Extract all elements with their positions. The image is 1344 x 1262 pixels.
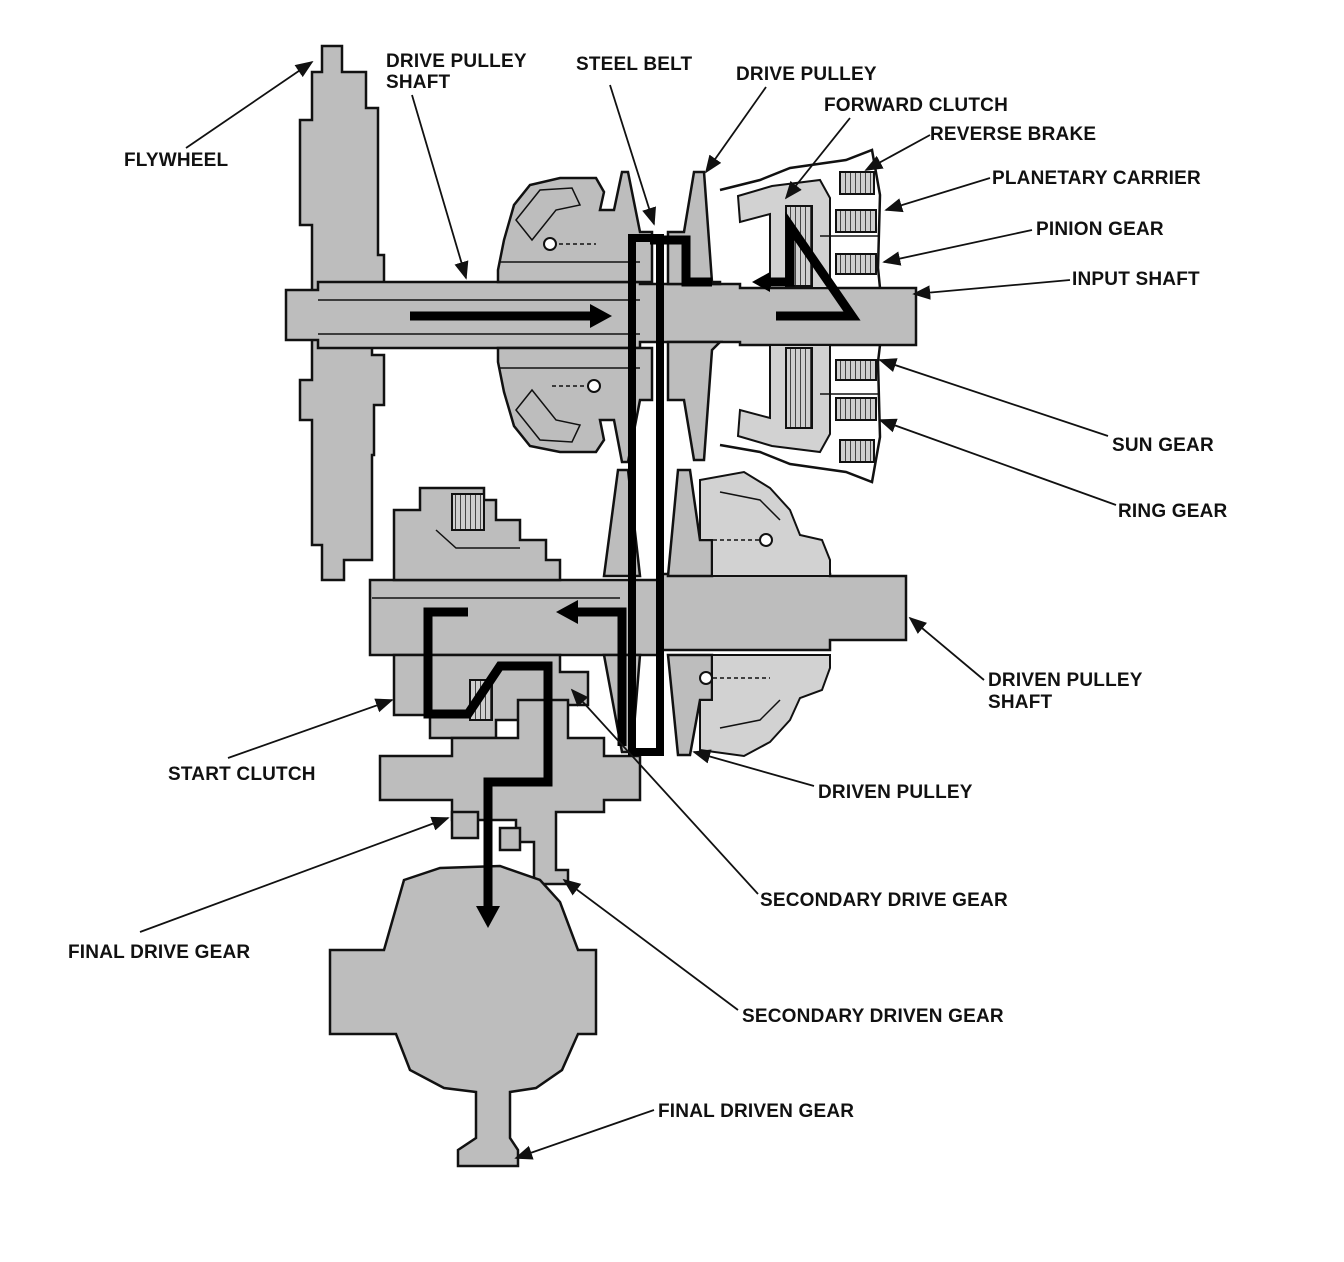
label-secondary-driven-gear: SECONDARY DRIVEN GEAR — [742, 1006, 1004, 1027]
label-driven-pulley-shaft-line1: DRIVEN PULLEY — [988, 670, 1143, 691]
label-steel-belt: STEEL BELT — [576, 54, 693, 75]
label-forward-clutch: FORWARD CLUTCH — [824, 95, 1008, 116]
label-flywheel: FLYWHEEL — [124, 150, 229, 171]
secondary-gears-part — [378, 698, 642, 886]
label-pinion-gear: PINION GEAR — [1036, 219, 1164, 240]
label-sun-gear: SUN GEAR — [1112, 435, 1214, 456]
label-driven-pulley-shaft-line2: SHAFT — [988, 692, 1053, 713]
label-input-shaft: INPUT SHAFT — [1072, 269, 1200, 290]
label-planetary-carrier: PLANETARY CARRIER — [992, 168, 1201, 189]
leader-lines — [139, 60, 1117, 1160]
planetary-assembly-part — [719, 148, 882, 484]
label-final-driven-gear: FINAL DRIVEN GEAR — [658, 1101, 854, 1122]
label-start-clutch: START CLUTCH — [168, 764, 316, 785]
label-drive-pulley-shaft-line2: SHAFT — [386, 72, 451, 93]
final-driven-gear-part — [328, 864, 598, 1168]
power-flow-path — [410, 211, 861, 928]
label-driven-pulley: DRIVEN PULLEY — [818, 782, 973, 803]
label-ring-gear: RING GEAR — [1118, 501, 1228, 522]
labels: FLYWHEEL DRIVE PULLEY SHAFT STEEL BELT D… — [68, 51, 1228, 1122]
label-final-drive-gear: FINAL DRIVE GEAR — [68, 942, 250, 963]
label-secondary-drive-gear: SECONDARY DRIVE GEAR — [760, 890, 1008, 911]
label-drive-pulley: DRIVE PULLEY — [736, 64, 877, 85]
label-reverse-brake: REVERSE BRAKE — [930, 124, 1096, 145]
label-drive-pulley-shaft-line1: DRIVE PULLEY — [386, 51, 527, 72]
